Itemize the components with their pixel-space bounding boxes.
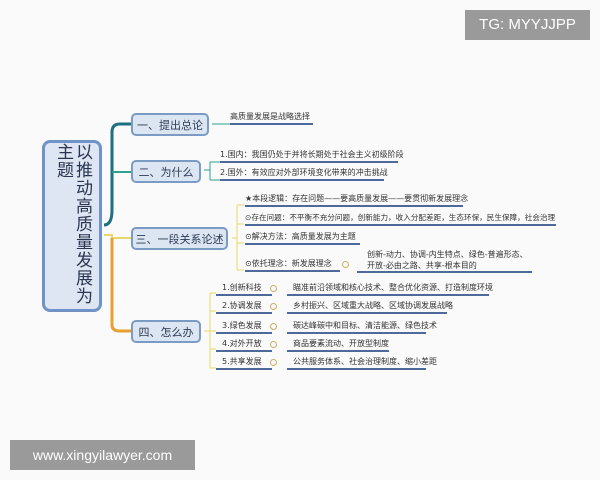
branch-4-node[interactable]: 四、怎么办 [131, 320, 201, 343]
subleaf-line-2: 开放-必由之路、共享-根本目的 [367, 261, 477, 270]
collapse-icon[interactable] [270, 303, 277, 310]
watermark-bottom-left: www.xingyilawyer.com [10, 440, 195, 470]
row-label: 4.对外开放 [216, 338, 272, 352]
branch-3-leaf-1: ★本段逻辑：存在问题——要高质量发展——要贯彻新发展理念 [245, 193, 468, 207]
branch-1-node[interactable]: 一、提出总论 [131, 113, 209, 136]
row-detail: 公共服务体系、社会治理制度、缩小差距 [287, 356, 437, 370]
row-label: 1.创新科技 [216, 282, 272, 296]
row-detail: 碳达峰碳中和目标、清洁能源、绿色技术 [287, 320, 437, 334]
row-detail: 乡村振兴、区域重大战略、区域协调发展战略 [287, 300, 453, 314]
row-detail: 商品要素流动、开放型制度 [287, 338, 389, 352]
branch-3-leaf-4: ⊙依托理念：新发展理念 [245, 258, 340, 272]
row-label: 5.共享发展 [216, 356, 272, 370]
branch-3-leaf-2: ⊙存在问题：不平衡不充分问题，创新能力，收入分配差距，生态环保，民生保障，社会治… [245, 212, 556, 226]
branch-2-node[interactable]: 二、为什么 [131, 160, 201, 183]
subleaf-line-1: 创新-动力、协调-内生特点、绿色-普遍形态、 [367, 250, 528, 259]
row-label: 3.绿色发展 [216, 320, 272, 334]
branch-3-node[interactable]: 三、一段关系论述 [131, 227, 228, 250]
branch-2-leaf-2: 2.国外：有效应对外部环境变化带来的冲击挑战 [220, 167, 388, 181]
collapse-icon[interactable] [270, 359, 277, 366]
branch-3-subleaf: 创新-动力、协调-内生特点、绿色-普遍形态、 开放-必由之路、共享-根本目的 [357, 249, 532, 273]
row-label: 2.协调发展 [216, 300, 272, 314]
branch-3-leaf-3: ⊙解决方法：高质量发展为主题 [245, 231, 360, 245]
branch-1-leaf: 高质量发展是战略选择 [230, 111, 313, 125]
branch-2-leaf-1: 1.国内：我国仍处于并将长期处于社会主义初级阶段 [220, 149, 404, 163]
root-topic[interactable]: 以推动高质量发展为主题 [42, 140, 102, 312]
row-detail: 瞄准前沿领域和核心技术、整合优化资源、打造制度环境 [287, 282, 493, 296]
collapse-icon[interactable] [342, 261, 349, 268]
collapse-icon[interactable] [270, 341, 277, 348]
collapse-icon[interactable] [270, 323, 277, 330]
watermark-top-right: TG: MYYJJPP [465, 10, 590, 40]
collapse-icon[interactable] [270, 285, 277, 292]
